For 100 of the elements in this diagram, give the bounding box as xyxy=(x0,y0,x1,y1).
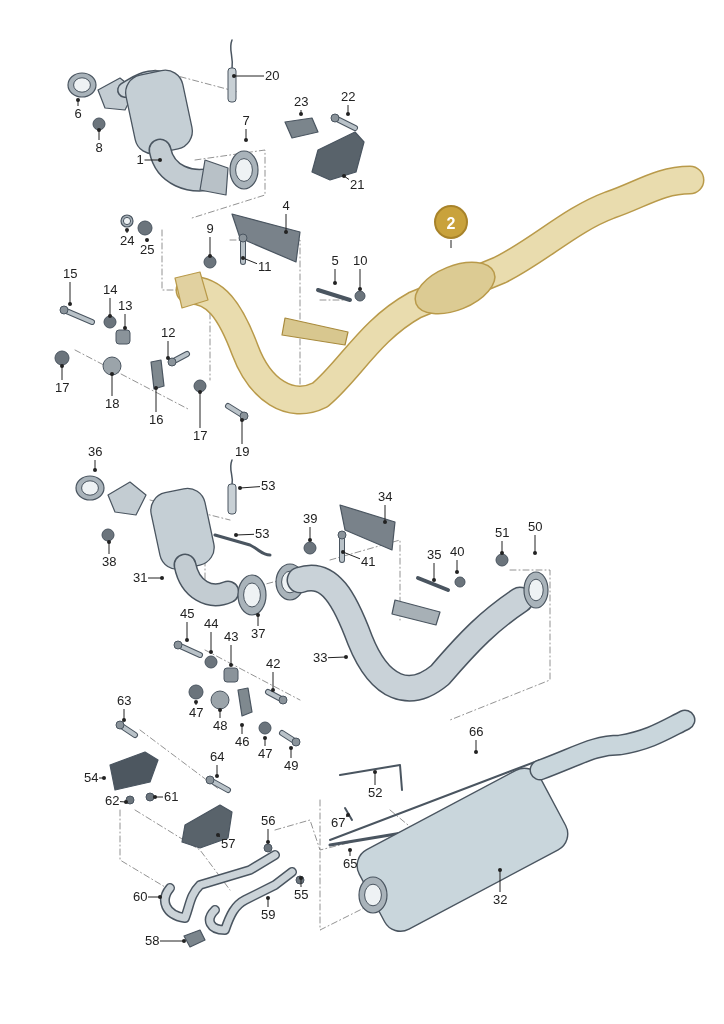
callout-number: 66 xyxy=(469,725,484,739)
leader-line xyxy=(533,534,537,555)
leader-line xyxy=(299,109,303,116)
leader-line xyxy=(60,364,64,381)
callout-number: 54 xyxy=(84,771,99,785)
callout-number: 45 xyxy=(180,607,195,621)
leader-line xyxy=(271,671,275,692)
leader-line xyxy=(263,736,267,747)
leader-line xyxy=(383,504,387,524)
callout-number: 19 xyxy=(235,445,250,459)
leader-line xyxy=(308,526,312,542)
callout-number: 39 xyxy=(303,512,318,526)
leader-line xyxy=(358,268,362,291)
leader-line xyxy=(284,213,288,234)
leader-line xyxy=(241,256,258,265)
callout-number: 11 xyxy=(258,260,272,274)
callout-number: 52 xyxy=(368,786,383,800)
leader-line xyxy=(345,813,350,818)
leader-line xyxy=(373,770,377,786)
callout-number: 57 xyxy=(221,837,236,851)
callout-number: 64 xyxy=(210,750,225,764)
callout-number: 62 xyxy=(105,794,120,808)
callout-number: 31 xyxy=(133,571,148,585)
callout-number: 17 xyxy=(193,429,208,443)
leader-line xyxy=(341,550,361,560)
callout-number: 33 xyxy=(313,651,328,665)
callout-number: 35 xyxy=(427,548,442,562)
leader-line xyxy=(244,128,248,142)
callout-number: 50 xyxy=(528,520,543,534)
callout-number: 67 xyxy=(331,816,346,830)
leader-line xyxy=(229,644,233,667)
callout-number: 34 xyxy=(378,490,393,504)
leader-line xyxy=(234,533,255,537)
callout-number: 58 xyxy=(145,934,160,948)
callout-number: 5 xyxy=(331,254,339,268)
callout-number: 40 xyxy=(450,545,465,559)
leader-line xyxy=(108,297,112,318)
callout-number: 44 xyxy=(204,617,219,631)
leader-line xyxy=(98,776,106,780)
leader-line xyxy=(107,540,111,555)
callout-number: 9 xyxy=(206,222,214,236)
callout-number: 47 xyxy=(189,706,204,720)
callout-circle: 2 xyxy=(434,205,468,239)
callout-number: 13 xyxy=(118,299,133,313)
callout-number: 46 xyxy=(235,735,250,749)
leader-line xyxy=(144,158,162,162)
leader-line xyxy=(145,238,149,243)
leader-line xyxy=(232,74,265,78)
callout-number: 18 xyxy=(105,397,120,411)
callout-number: 49 xyxy=(284,759,299,773)
leader-line xyxy=(194,700,198,706)
callout-number: 16 xyxy=(149,413,164,427)
callout-number: 60 xyxy=(133,890,148,904)
callout-number: 10 xyxy=(353,254,368,268)
leader-line xyxy=(185,621,189,642)
callout-number: 36 xyxy=(88,445,103,459)
leader-line xyxy=(289,746,293,759)
leader-line xyxy=(498,868,502,893)
leader-line xyxy=(208,236,212,258)
callout-number: 12 xyxy=(161,326,176,340)
callout-number: 65 xyxy=(343,857,358,871)
leader-line xyxy=(93,459,97,472)
callout-number: 55 xyxy=(294,888,309,902)
callout-number: 43 xyxy=(224,630,239,644)
callout-number: 56 xyxy=(261,814,276,828)
leader-line xyxy=(266,896,270,908)
leader-line xyxy=(240,418,244,445)
leader-line xyxy=(153,795,164,799)
callout-number: 42 xyxy=(266,657,281,671)
leader-line xyxy=(240,723,244,735)
callout-number: 23 xyxy=(294,95,309,109)
callout-number: 6 xyxy=(74,107,82,121)
leader-line xyxy=(198,390,202,429)
callout-number: 53 xyxy=(255,527,270,541)
callout-number: 41 xyxy=(361,555,376,569)
callout-number: 1 xyxy=(136,153,144,167)
callout-number: 53 xyxy=(261,479,276,493)
leader-line xyxy=(327,655,348,659)
leader-line xyxy=(125,228,129,234)
callout-number: 38 xyxy=(102,555,117,569)
leader-line xyxy=(299,876,303,888)
leader-line xyxy=(97,128,101,141)
callout-number: 51 xyxy=(495,526,510,540)
leader-line xyxy=(346,104,350,116)
leader-line xyxy=(218,708,222,719)
callout-number: 48 xyxy=(213,719,228,733)
leader-line xyxy=(450,239,452,249)
leader-line xyxy=(432,562,436,582)
callout-number: 61 xyxy=(164,790,179,804)
callout-number: 22 xyxy=(341,90,356,104)
callout-number: 15 xyxy=(63,267,78,281)
callout-number: 63 xyxy=(117,694,132,708)
leader-line xyxy=(342,174,350,180)
leader-line xyxy=(215,764,219,778)
callout-number: 14 xyxy=(103,283,118,297)
leader-line xyxy=(333,268,337,285)
leader-line xyxy=(159,939,186,943)
callout-number: 7 xyxy=(242,114,250,128)
leader-line xyxy=(348,848,352,857)
leader-line xyxy=(122,708,126,722)
